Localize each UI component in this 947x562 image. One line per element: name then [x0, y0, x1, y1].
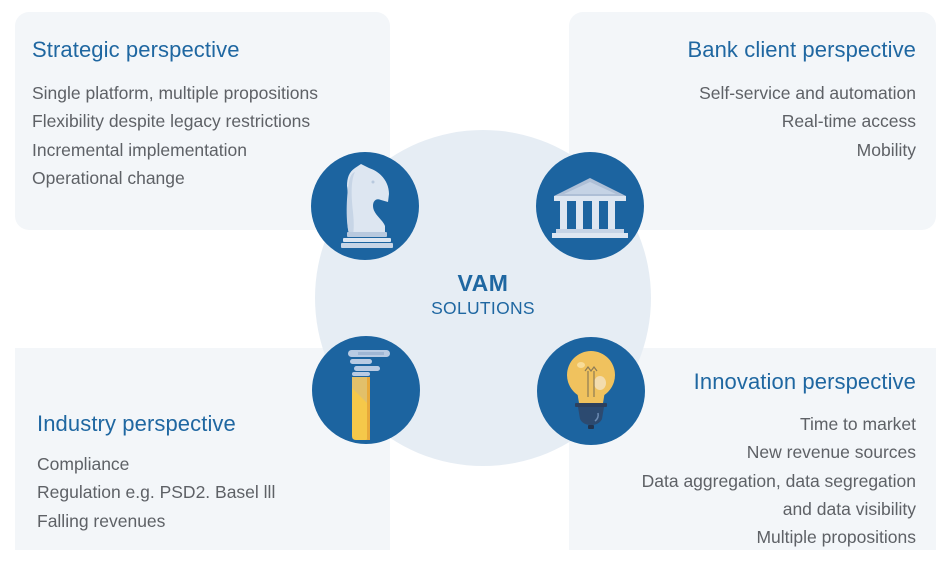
chess-knight-icon — [311, 152, 419, 260]
hub-label: VAM SOLUTIONS — [383, 270, 583, 320]
list-item: Data aggregation, data segregation — [641, 470, 916, 491]
list-item: Single platform, multiple propositions — [32, 83, 318, 103]
light-bulb-icon — [537, 337, 645, 445]
hub-title: VAM — [457, 270, 509, 296]
list-item: Operational change — [32, 167, 185, 188]
list-item: Flexibility despite legacy restrictions — [32, 111, 311, 132]
industry-perspective-panel: Industry perspective Compliance Regulati… — [15, 348, 390, 550]
list-item: Falling revenues — [37, 510, 166, 531]
list-item: and data visibility — [782, 498, 916, 519]
strategic-perspective-list: Single platform, multiple propositions F… — [32, 79, 390, 192]
strategic-perspective-panel: Strategic perspective Single platform, m… — [15, 12, 390, 230]
list-item: New revenue sources — [746, 442, 916, 463]
bank-client-perspective-title: Bank client perspective — [687, 37, 916, 62]
innovation-perspective-title: Innovation perspective — [693, 369, 916, 394]
strategic-perspective-title: Strategic perspective — [32, 37, 240, 62]
list-item: Compliance — [37, 454, 130, 474]
list-item: Real-time access — [781, 111, 916, 132]
industry-perspective-title: Industry perspective — [37, 411, 236, 436]
list-item: Mobility — [856, 139, 916, 160]
list-item: Multiple propositions — [756, 527, 916, 548]
list-item: Time to market — [799, 414, 916, 434]
bank-building-icon — [536, 152, 644, 260]
factory-chimney-icon — [312, 336, 420, 444]
list-item: Incremental implementation — [32, 139, 247, 160]
list-item: Self-service and automation — [699, 83, 916, 103]
list-item: Regulation e.g. PSD2. Basel lll — [37, 482, 276, 503]
innovation-perspective-list: Time to market New revenue sources Data … — [569, 410, 916, 551]
bank-client-perspective-list: Self-service and automation Real-time ac… — [569, 79, 916, 164]
hub-subtitle: SOLUTIONS — [431, 298, 535, 318]
industry-perspective-list: Compliance Regulation e.g. PSD2. Basel l… — [37, 450, 390, 535]
